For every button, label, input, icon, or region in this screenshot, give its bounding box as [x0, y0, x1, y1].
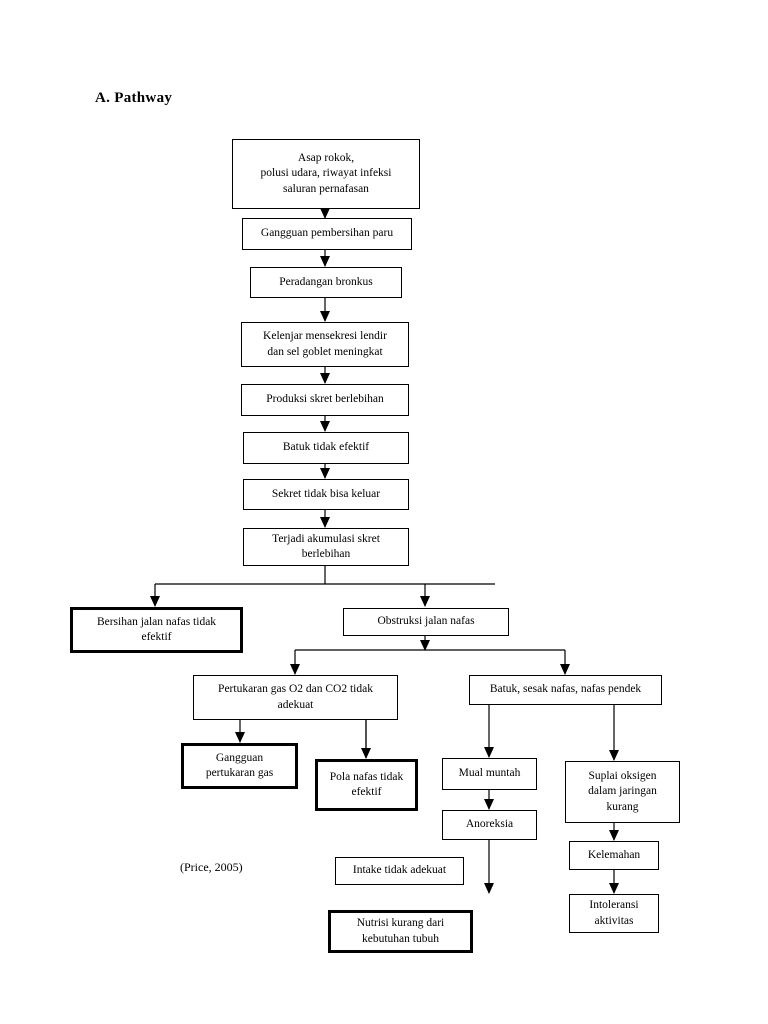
node-sekret-tidak-bisa-keluar: Sekret tidak bisa keluar: [243, 479, 409, 510]
page-title: A. Pathway: [95, 90, 173, 106]
node-gangguan-pembersihan-paru: Gangguan pembersihan paru: [242, 218, 412, 250]
node-nutrisi-kurang-dari-kebutuhan-tubuh: Nutrisi kurang dari kebutuhan tubuh: [328, 910, 473, 953]
node-batuk-tidak-efektif: Batuk tidak efektif: [243, 432, 409, 464]
node-anoreksia: Anoreksia: [442, 810, 537, 840]
node-bersihan-jalan-nafas-tidak-efektif: Bersihan jalan nafas tidak efektif: [70, 607, 243, 653]
node-produksi-skret-berlebihan: Produksi skret berlebihan: [241, 384, 409, 416]
node-batuk-sesak-nafas: Batuk, sesak nafas, nafas pendek: [469, 675, 662, 705]
source-caption: (Price, 2005): [180, 860, 243, 874]
node-kelenjar-mensekresi-lendir: Kelenjar mensekresi lendir dan sel goble…: [241, 322, 409, 367]
node-suplai-oksigen-kurang: Suplai oksigen dalam jaringan kurang: [565, 761, 680, 823]
node-pola-nafas-tidak-efektif: Pola nafas tidak efektif: [315, 759, 418, 811]
node-kelemahan: Kelemahan: [569, 841, 659, 870]
node-terjadi-akumulasi-skret: Terjadi akumulasi skret berlebihan: [243, 528, 409, 566]
node-asap-rokok: Asap rokok, polusi udara, riwayat infeks…: [232, 139, 420, 209]
node-mual-muntah: Mual muntah: [442, 758, 537, 790]
node-intoleransi-aktivitas: Intoleransi aktivitas: [569, 894, 659, 933]
node-gangguan-pertukaran-gas: Gangguan pertukaran gas: [181, 743, 298, 789]
node-intake-tidak-adekuat: Intake tidak adekuat: [335, 857, 464, 885]
node-pertukaran-gas-tidak-adekuat: Pertukaran gas O2 dan CO2 tidak adekuat: [193, 675, 398, 720]
node-peradangan-bronkus: Peradangan bronkus: [250, 267, 402, 298]
node-obstruksi-jalan-nafas: Obstruksi jalan nafas: [343, 608, 509, 636]
